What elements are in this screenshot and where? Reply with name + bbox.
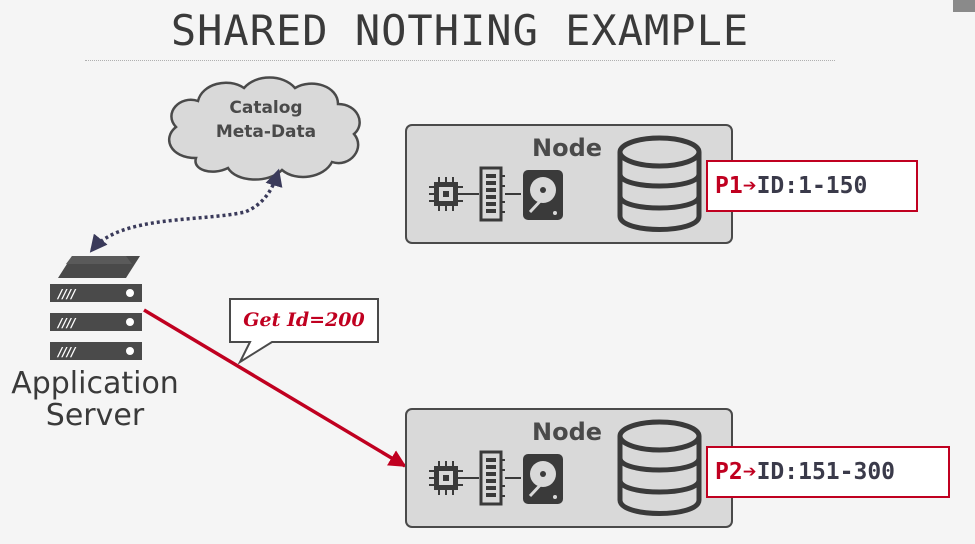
- database-icon: [617, 135, 702, 232]
- node-2-hardware: [429, 419, 702, 516]
- server-rack-icon: //// //// ////: [50, 256, 142, 360]
- memory-icon: [479, 450, 505, 506]
- app-server-label-line1: Application: [11, 366, 179, 401]
- catalog-label: Catalog Meta-Data: [196, 96, 336, 144]
- partition-2-id: P2: [715, 459, 743, 485]
- corner-mark: [953, 0, 975, 12]
- partition-1-id: P1: [715, 173, 743, 199]
- partition-1-arrow: ➔: [742, 173, 757, 199]
- node-1-hardware: [429, 135, 702, 232]
- app-server-label: Application Server: [0, 368, 190, 432]
- hard-drive-icon: [523, 454, 563, 504]
- cpu-icon: [429, 461, 463, 495]
- catalog-label-line2: Meta-Data: [215, 122, 317, 142]
- node-2-label: Node: [532, 418, 603, 446]
- catalog-lookup-link: [89, 168, 283, 253]
- node-1-label: Node: [532, 134, 603, 162]
- memory-icon: [479, 166, 505, 222]
- partition-2-label: P2➔ID:151-300: [706, 446, 950, 498]
- partition-1-range: ID:1-150: [756, 173, 868, 199]
- svg-text:////: ////: [56, 287, 77, 301]
- request-arrow: [143, 308, 407, 468]
- speech-bubble-icon: [229, 298, 379, 365]
- app-server-label-line2: Server: [45, 398, 145, 433]
- partition-1-label: P1➔ID:1-150: [706, 160, 918, 212]
- database-icon: [617, 419, 702, 516]
- partition-2-arrow: ➔: [742, 459, 757, 485]
- title-divider: [85, 60, 835, 61]
- slide-title: SHARED NOTHING EXAMPLE: [170, 6, 750, 55]
- svg-text:////: ////: [56, 316, 77, 330]
- cpu-icon: [429, 177, 463, 211]
- svg-text:////: ////: [56, 345, 77, 359]
- node-2: Node: [405, 408, 733, 528]
- catalog-label-line1: Catalog: [229, 98, 303, 118]
- request-label: Get Id=200: [243, 309, 365, 331]
- partition-2-range: ID:151-300: [756, 459, 896, 485]
- hard-drive-icon: [523, 170, 563, 220]
- node-1: Node: [405, 124, 733, 244]
